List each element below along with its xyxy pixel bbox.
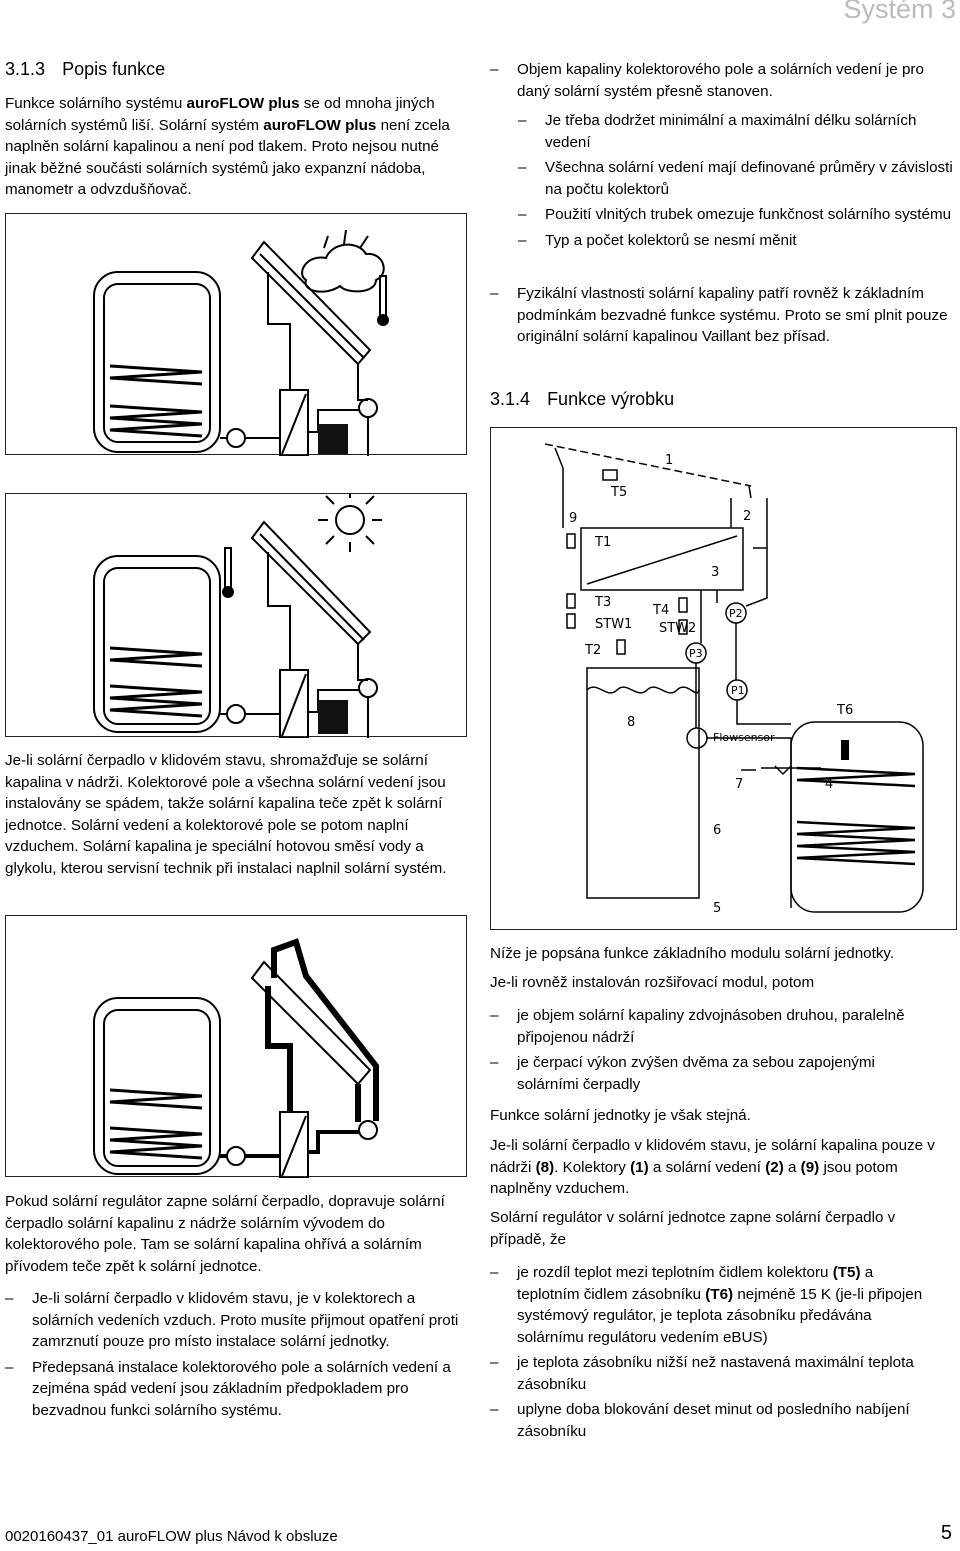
label-8: 8: [627, 715, 635, 730]
condition-3: uplyne doba blokování deset minut od pos…: [490, 1399, 938, 1442]
label-T3: T3: [594, 595, 611, 610]
right-sub-bullets: Je třeba dodržet minimální a maximální d…: [518, 110, 954, 251]
flow-sensor: [686, 727, 708, 749]
left-bullet-1: Je-li solární čerpadlo v klidovém stavu,…: [5, 1288, 460, 1353]
right-condition-list: je rozdíl teplot mezi teplotním čidlem k…: [490, 1262, 938, 1442]
right-bullet-volume: Objem kapaliny kolektorového pole a solá…: [490, 59, 952, 102]
label-T2: T2: [584, 643, 601, 658]
fluid-reservoir: [318, 424, 348, 454]
condition-1: je rozdíl teplot mezi teplotním čidlem k…: [490, 1262, 938, 1348]
right-para-1: Níže je popsána funkce základního modulu…: [490, 945, 895, 962]
right-ext-bullets: je objem solární kapaliny zdvojnásoben d…: [490, 1005, 930, 1095]
label-STW1: STW1: [595, 617, 632, 632]
diagram-idle-sun: [5, 488, 467, 739]
heading-title: Popis funkce: [62, 59, 166, 79]
storage-tank-4: [790, 721, 924, 913]
pump-paragraph: Pokud solární regulátor zapne solární če…: [5, 1193, 445, 1275]
header-system-title: Systém 3: [843, 0, 956, 24]
label-T1: T1: [594, 535, 611, 550]
label-3: 3: [711, 565, 719, 580]
label-P1: P1: [731, 684, 745, 697]
label-T5: T5: [610, 485, 627, 500]
heading-title: Funkce výrobku: [547, 389, 675, 409]
heat-exchanger: [580, 527, 744, 591]
right-bullet-fluid: Fyzikální vlastnosti solární kapaliny pa…: [490, 283, 952, 348]
right-para-3: Funkce solární jednotky je však stejná.: [490, 1107, 751, 1124]
left-bullet-list: Je-li solární čerpadlo v klidovém stavu,…: [5, 1288, 460, 1421]
left-bullet-2: Předepsaná instalace kolektorového pole …: [5, 1357, 460, 1422]
diagram-system-schematic: 1 T5 9 2 T1 3 T3 STW1 T4 STW2 T2 P2 P3 P…: [490, 427, 957, 930]
sun-icon: [335, 505, 365, 535]
right-para-4: Je-li solární čerpadlo v klidovém stavu,…: [490, 1137, 935, 1197]
footer-doc-id: 0020160437_01 auroFLOW plus Návod k obsl…: [5, 1528, 338, 1545]
collector: [250, 240, 372, 366]
thermometer: [377, 314, 389, 326]
label-5: 5: [713, 901, 721, 916]
pump: [358, 398, 378, 418]
diagram-idle-cloud: [5, 213, 467, 457]
cloud: [301, 243, 385, 293]
collector-line: [544, 443, 752, 487]
label-2: 2: [743, 509, 751, 524]
heading-number: 3.1.4: [490, 389, 531, 409]
fluid-tank-8: [586, 667, 700, 899]
intro-paragraph: Funkce solárního systému auroFLOW plus s…: [5, 95, 450, 198]
section-heading-313: 3.1.3 Popis funkce: [5, 59, 165, 80]
condition-2: je teplota zásobníku nižší než nastavená…: [490, 1352, 938, 1395]
label-P2: P2: [729, 607, 743, 620]
label-4: 4: [825, 777, 833, 792]
pipe: [267, 272, 291, 390]
right-para-5: Solární regulátor v solární jednotce zap…: [490, 1209, 896, 1248]
footer-page-number: 5: [940, 1522, 952, 1544]
label-STW2: STW2: [659, 621, 696, 636]
label-T4: T4: [652, 603, 669, 618]
diagram-pumping: [5, 915, 467, 1179]
right-para-2: Je-li rovněž instalován rozšiřovací modu…: [490, 974, 815, 991]
pump: [226, 428, 246, 448]
idle-paragraph: Je-li solární čerpadlo v klidovém stavu,…: [5, 752, 447, 877]
heading-number: 3.1.3: [5, 59, 46, 79]
storage-tank: [93, 271, 221, 453]
label-T6: T6: [836, 703, 853, 718]
label-flowsensor: Flowsensor: [713, 731, 775, 744]
label-P3: P3: [689, 647, 703, 660]
label-1: 1: [665, 453, 673, 468]
label-6: 6: [713, 823, 721, 838]
section-heading-314: 3.1.4 Funkce výrobku: [490, 389, 674, 410]
label-7: 7: [735, 777, 743, 792]
label-9: 9: [569, 511, 577, 526]
